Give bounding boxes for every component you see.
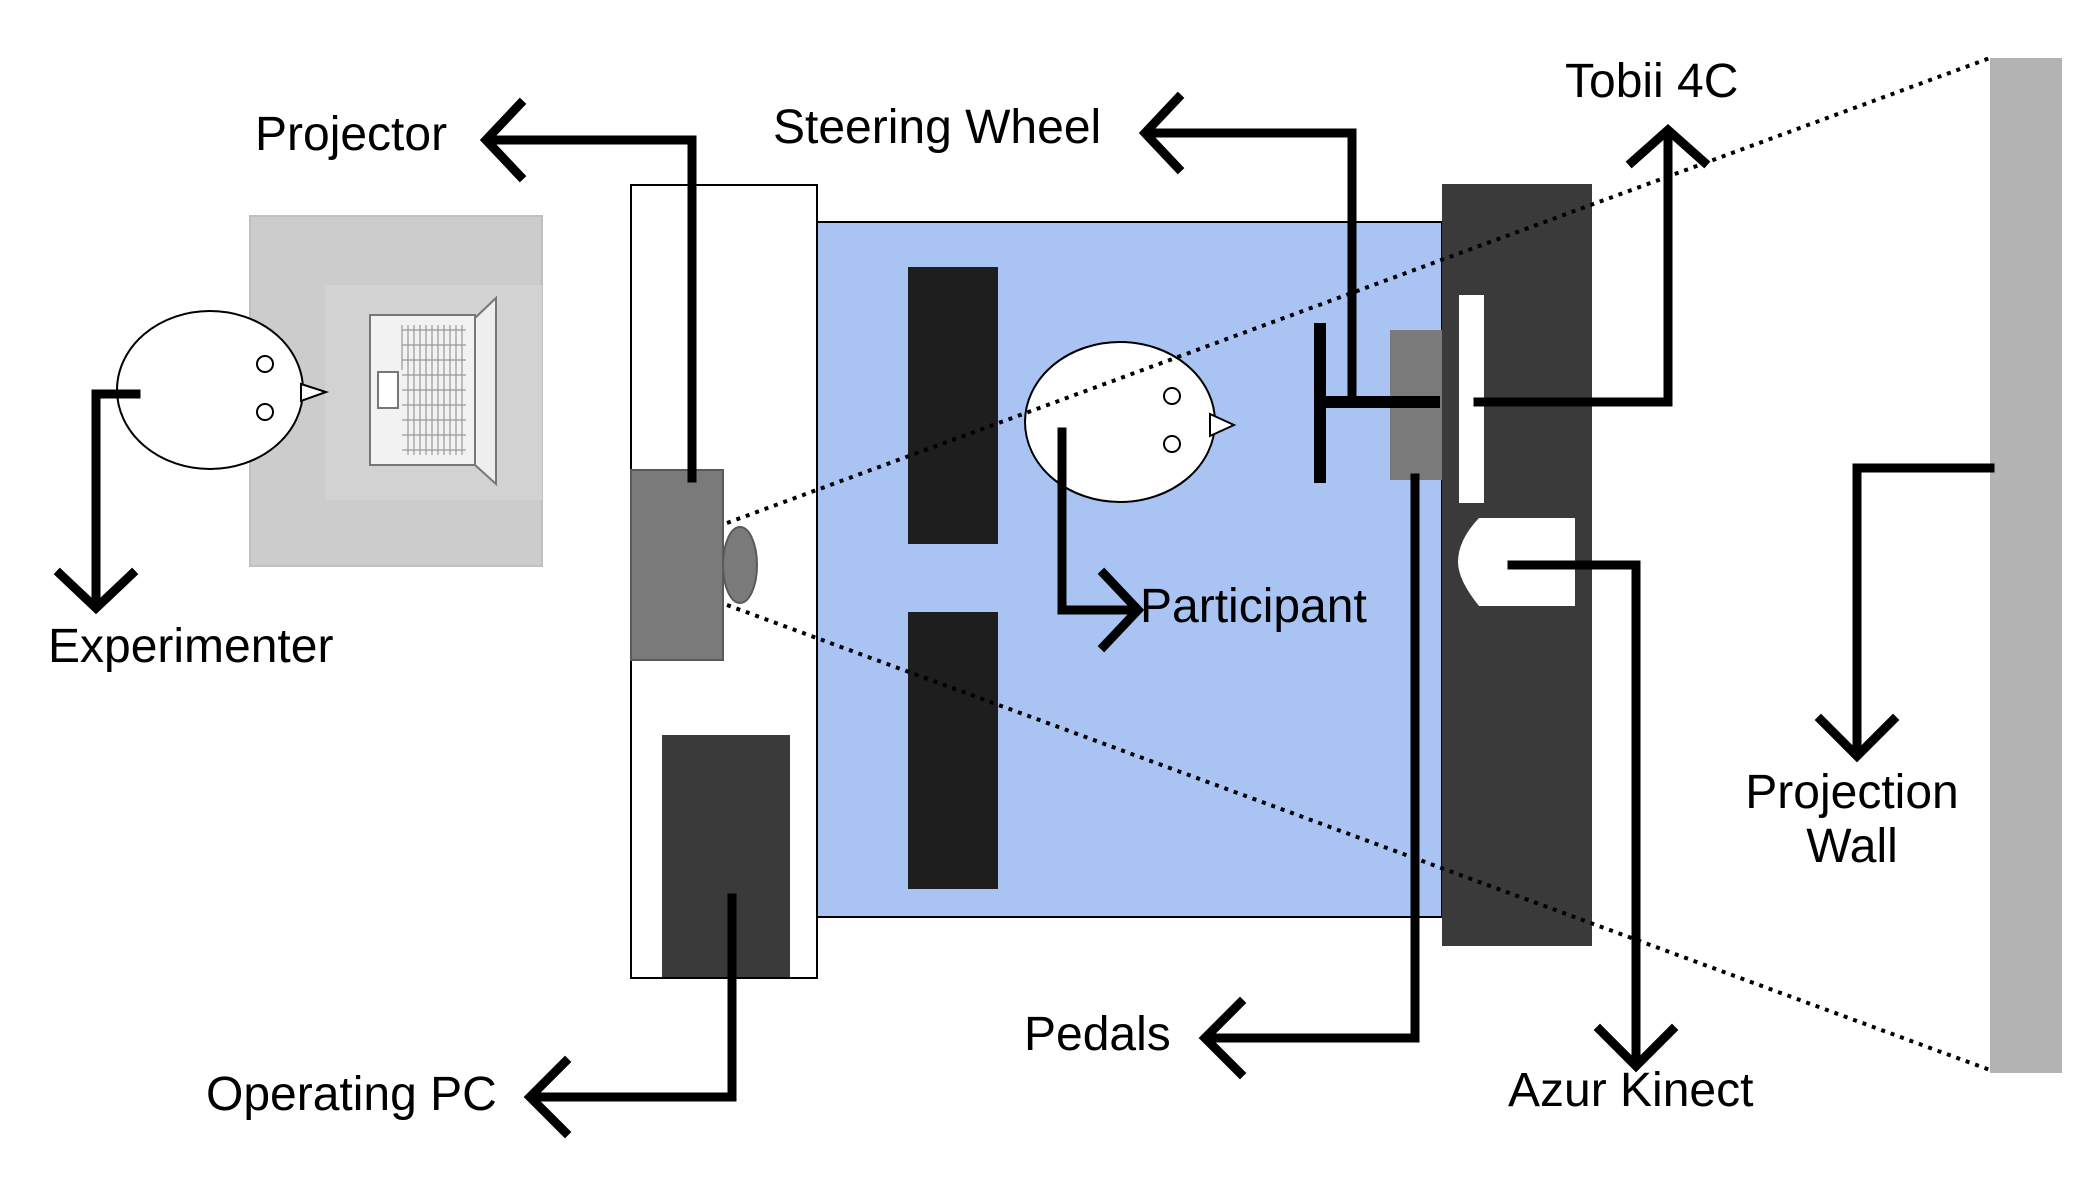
experimenter-leader — [91, 389, 141, 605]
pedals-arrowhead — [1198, 996, 1247, 1080]
operating-pc-leader — [530, 893, 737, 1102]
label-azur-kinect: Azur Kinect — [1508, 1064, 1753, 1117]
label-operating-pc: Operating PC — [206, 1068, 497, 1121]
label-projector: Projector — [255, 108, 447, 161]
experimenter-arrowhead — [53, 567, 139, 615]
label-projection-wall-line2: Wall — [1806, 820, 1898, 873]
steering-wheel-leader — [1143, 128, 1357, 407]
projection-field-lines — [726, 56, 1991, 1072]
azur-kinect-arrowhead — [1593, 1023, 1679, 1073]
participant-leader — [1057, 427, 1135, 615]
projector-body — [630, 469, 724, 661]
seat-right — [908, 612, 998, 889]
participant-person-icon — [1024, 341, 1237, 503]
participant-arrowhead — [1097, 567, 1145, 653]
steering-wheel-arrowhead — [1138, 91, 1185, 175]
seat-left — [908, 267, 998, 544]
label-experimenter: Experimenter — [48, 620, 333, 673]
tobii-leader — [1473, 130, 1673, 407]
projector-leader — [485, 135, 697, 483]
laptop-icon — [369, 295, 497, 487]
label-tobii: Tobii 4C — [1565, 55, 1738, 108]
label-participant: Participant — [1140, 580, 1367, 633]
projection-wall — [1990, 58, 2062, 1073]
leader-arrows — [53, 91, 1995, 1139]
pedals-leader — [1205, 473, 1420, 1043]
projection-wall-arrowhead — [1814, 713, 1900, 763]
label-steering-wheel: Steering Wheel — [773, 101, 1101, 154]
label-projection-wall-line1: Projection — [1745, 766, 1958, 819]
tobii-arrowhead — [1625, 123, 1711, 169]
label-pedals: Pedals — [1024, 1008, 1171, 1061]
azur-kinect-leader — [1507, 560, 1641, 1065]
operating-pc-arrowhead — [523, 1055, 572, 1139]
operating-pc-box — [662, 735, 790, 977]
projector-arrowhead — [479, 97, 527, 183]
projector-lens — [722, 526, 758, 604]
steering-wheel — [1314, 323, 1440, 483]
projection-wall-leader — [1852, 463, 1995, 757]
